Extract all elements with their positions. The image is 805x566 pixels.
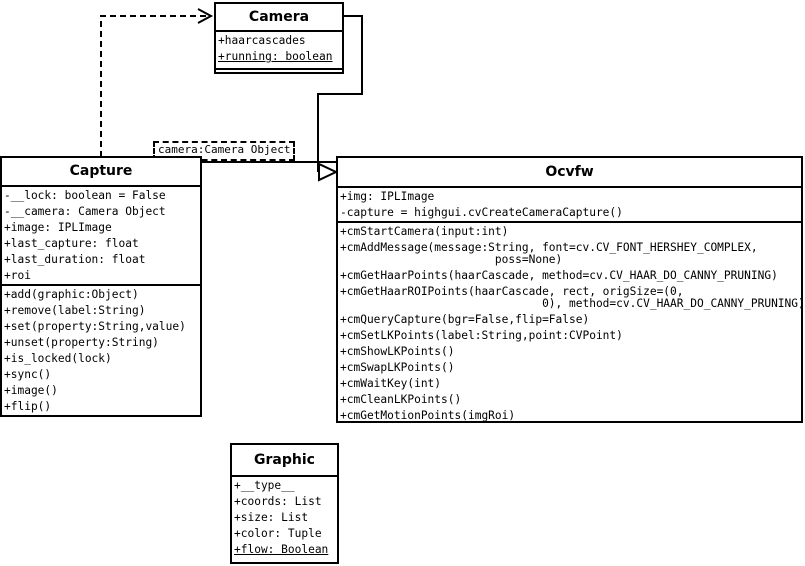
ocvfw-class-name: Ocvfw (338, 158, 801, 188)
generalization-line (317, 15, 363, 172)
capture-method: +image() (4, 384, 58, 397)
graphic-attribute: +coords: List (234, 495, 322, 508)
graphic-class: Graphic +__type__ +coords: List +size: L… (230, 443, 339, 564)
ocvfw-method: +cmAddMessage(message:String, font=cv.CV… (340, 241, 758, 266)
ocvfw-method: +cmWaitKey(int) (340, 377, 442, 390)
ocvfw-method: +cmSetLKPoints(label:String,point:CVPoin… (340, 329, 623, 342)
dependency-arrow-line (100, 15, 210, 157)
capture-method: +flip() (4, 400, 52, 413)
capture-class: Capture -__lock: boolean = False -__came… (0, 156, 202, 417)
capture-method: +sync() (4, 368, 52, 381)
capture-attribute: -__camera: Camera Object (4, 205, 166, 218)
capture-method: +add(graphic:Object) (4, 288, 139, 301)
ocvfw-attribute: -capture = highgui.cvCreateCameraCapture… (340, 206, 623, 219)
capture-class-name: Capture (2, 158, 200, 187)
ocvfw-attribute: +img: IPLImage (340, 190, 435, 203)
ocvfw-method: +cmStartCamera(input:int) (340, 225, 509, 238)
capture-attribute: +roi (4, 269, 31, 282)
graphic-class-name: Graphic (232, 445, 337, 477)
dependency-arrowhead (197, 8, 214, 24)
ocvfw-method: +cmGetMotionPoints(imgRoi) (340, 409, 516, 422)
ocvfw-methods: +cmStartCamera(input:int) +cmAddMessage(… (338, 223, 805, 424)
camera-class-name: Camera (216, 4, 342, 32)
ocvfw-attributes: +img: IPLImage -capture = highgui.cvCrea… (338, 188, 801, 223)
camera-attribute: +haarcascades (218, 34, 306, 47)
capture-methods: +add(graphic:Object) +remove(label:Strin… (2, 286, 200, 415)
graphic-attribute: +size: List (234, 511, 309, 524)
ocvfw-method: +cmSwapLKPoints() (340, 361, 455, 374)
camera-attribute: +running: boolean (218, 50, 333, 63)
ocvfw-method: +cmGetHaarPoints(haarCascade, method=cv.… (340, 269, 778, 282)
capture-attributes: -__lock: boolean = False -__camera: Came… (2, 187, 200, 286)
capture-method: +unset(property:String) (4, 336, 159, 349)
ocvfw-method: +cmGetHaarROIPoints(haarCascade, rect, o… (340, 285, 805, 310)
graphic-attribute: +color: Tuple (234, 527, 322, 540)
camera-class: Camera +haarcascades +running: boolean (214, 2, 344, 74)
graphic-attribute: +flow: Boolean (234, 543, 329, 556)
camera-attributes: +haarcascades +running: boolean (216, 32, 342, 70)
ocvfw-method: +cmShowLKPoints() (340, 345, 455, 358)
capture-attribute: +last_capture: float (4, 237, 139, 250)
ocvfw-class: Ocvfw +img: IPLImage -capture = highgui.… (336, 156, 805, 424)
capture-attribute: +last_duration: float (4, 253, 146, 266)
capture-method: +set(property:String,value) (4, 320, 186, 333)
capture-attribute: +image: IPLImage (4, 221, 112, 234)
graphic-attribute: +__type__ (234, 479, 295, 492)
ocvfw-method: +cmQueryCapture(bgr=False,flip=False) (340, 313, 590, 326)
capture-method: +remove(label:String) (4, 304, 146, 317)
generalization-triangle (318, 162, 339, 182)
ocvfw-method: +cmCleanLKPoints() (340, 393, 462, 406)
capture-method: +is_locked(lock) (4, 352, 112, 365)
graphic-attributes: +__type__ +coords: List +size: List +col… (232, 477, 337, 558)
capture-attribute: -__lock: boolean = False (4, 189, 166, 202)
